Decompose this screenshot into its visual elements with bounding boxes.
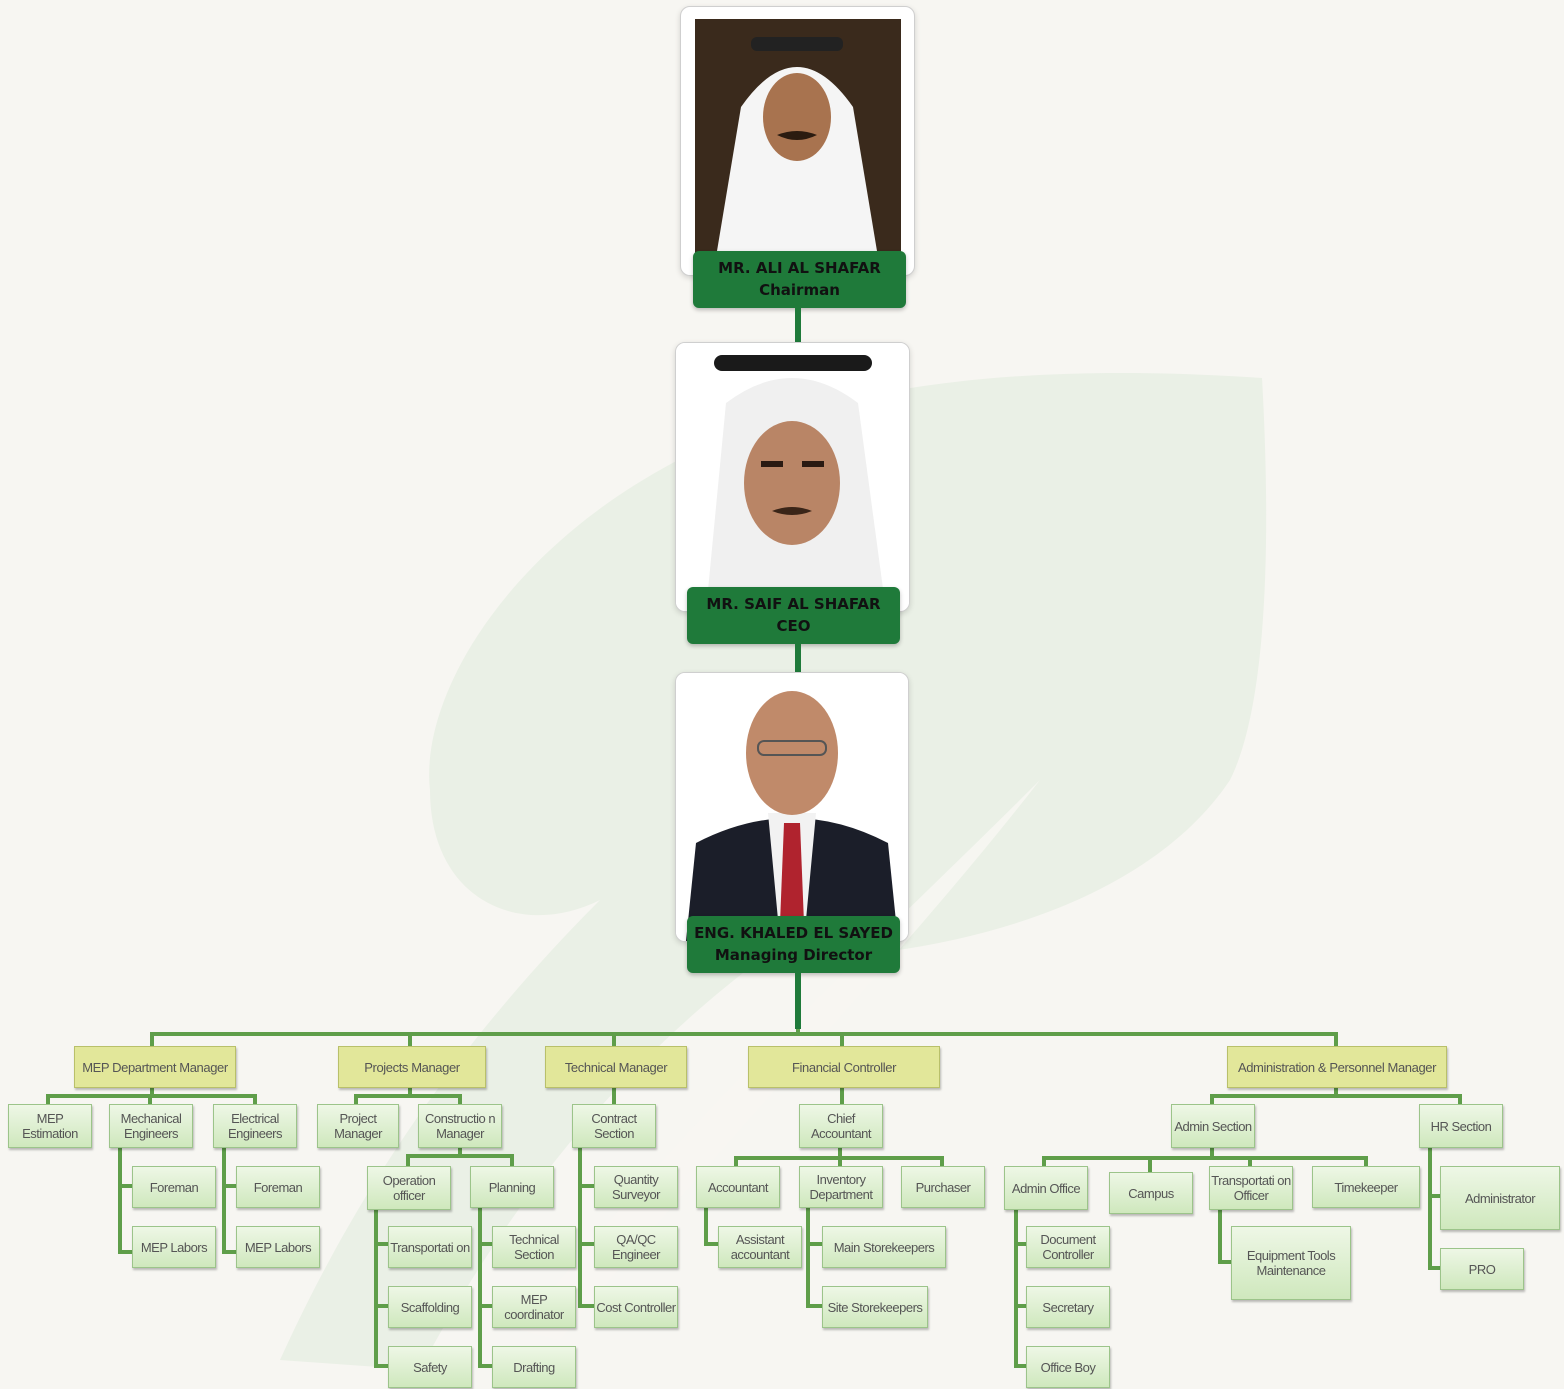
node-mep-labors: MEP Labors — [236, 1226, 320, 1268]
node-accountant: Accountant — [696, 1166, 780, 1208]
node-mep-labors: MEP Labors — [132, 1226, 216, 1268]
managing-director-label: ENG. KHALED EL SAYED Managing Director — [687, 916, 900, 973]
node-foreman: Foreman — [132, 1166, 216, 1208]
node-admin-office: Admin Office — [1004, 1166, 1088, 1210]
node-electrical-engineers: Electrical Engineers — [213, 1104, 297, 1148]
chairman-photo — [680, 6, 915, 276]
node-inventory-department: Inventory Department — [799, 1166, 883, 1208]
node-project-manager: Project Manager — [317, 1104, 399, 1148]
node-operation-officer: Operation officer — [367, 1166, 451, 1210]
managing-director-photo — [675, 672, 909, 942]
connector-line — [795, 973, 801, 1029]
connector-line — [795, 308, 801, 344]
person-photo-icon — [695, 19, 901, 275]
person-photo-icon — [676, 343, 909, 611]
manager-technical: Technical Manager — [545, 1046, 687, 1088]
node-transportation-officer: Transportati on Officer — [1209, 1166, 1293, 1210]
node-hr-section: HR Section — [1419, 1104, 1503, 1148]
managing-director-title: Managing Director — [714, 946, 873, 964]
node-mep-coordinator: MEP coordinator — [492, 1286, 576, 1328]
ceo-name: MR. SAIF AL SHAFAR — [706, 595, 881, 613]
node-foreman: Foreman — [236, 1166, 320, 1208]
node-quantity-surveyor: Quantity Surveyor — [594, 1166, 678, 1208]
node-document-controller: Document Controller — [1026, 1226, 1110, 1268]
node-technical-section: Technical Section — [492, 1226, 576, 1268]
node-transportation: Transportati on — [388, 1226, 472, 1268]
node-pro: PRO — [1440, 1248, 1524, 1290]
node-mep-estimation: MEP Estimation — [8, 1104, 92, 1148]
node-assistant-accountant: Assistant accountant — [718, 1226, 802, 1268]
node-mechanical-engineers: Mechanical Engineers — [109, 1104, 193, 1148]
manager-projects: Projects Manager — [338, 1046, 486, 1088]
node-construction-manager: Constructio n Manager — [418, 1104, 502, 1148]
node-purchaser: Purchaser — [901, 1166, 985, 1208]
node-scaffolding: Scaffolding — [388, 1286, 472, 1328]
node-administrator: Administrator — [1440, 1166, 1560, 1230]
ceo-photo — [675, 342, 910, 612]
node-secretary: Secretary — [1026, 1286, 1110, 1328]
manager-administration-personnel: Administration & Personnel Manager — [1227, 1046, 1447, 1088]
person-photo-icon — [676, 673, 908, 941]
ceo-title: CEO — [776, 617, 811, 635]
node-timekeeper: Timekeeper — [1312, 1166, 1420, 1208]
node-equipment-tools-maintenance: Equipment Tools Maintenance — [1231, 1226, 1351, 1300]
chairman-label: MR. ALI AL SHAFAR Chairman — [693, 251, 906, 308]
chairman-name: MR. ALI AL SHAFAR — [718, 259, 881, 277]
connector-line — [795, 644, 801, 674]
node-site-storekeepers: Site Storekeepers — [822, 1286, 928, 1328]
node-main-storekeepers: Main Storekeepers — [822, 1226, 946, 1268]
node-admin-section: Admin Section — [1171, 1104, 1255, 1148]
node-office-boy: Office Boy — [1026, 1346, 1110, 1388]
manager-mep-department: MEP Department Manager — [74, 1046, 236, 1088]
ceo-label: MR. SAIF AL SHAFAR CEO — [687, 587, 900, 644]
node-planning: Planning — [470, 1166, 554, 1208]
manager-financial-controller: Financial Controller — [748, 1046, 940, 1088]
chairman-title: Chairman — [759, 281, 840, 299]
node-contract-section: Contract Section — [572, 1104, 656, 1148]
node-drafting: Drafting — [492, 1346, 576, 1388]
node-cost-controller: Cost Controller — [594, 1286, 678, 1328]
node-campus: Campus — [1109, 1172, 1193, 1214]
node-qa-qc-engineer: QA/QC Engineer — [594, 1226, 678, 1268]
node-safety: Safety — [388, 1346, 472, 1388]
managing-director-name: ENG. KHALED EL SAYED — [694, 924, 893, 942]
node-chief-accountant: Chief Accountant — [799, 1104, 883, 1148]
